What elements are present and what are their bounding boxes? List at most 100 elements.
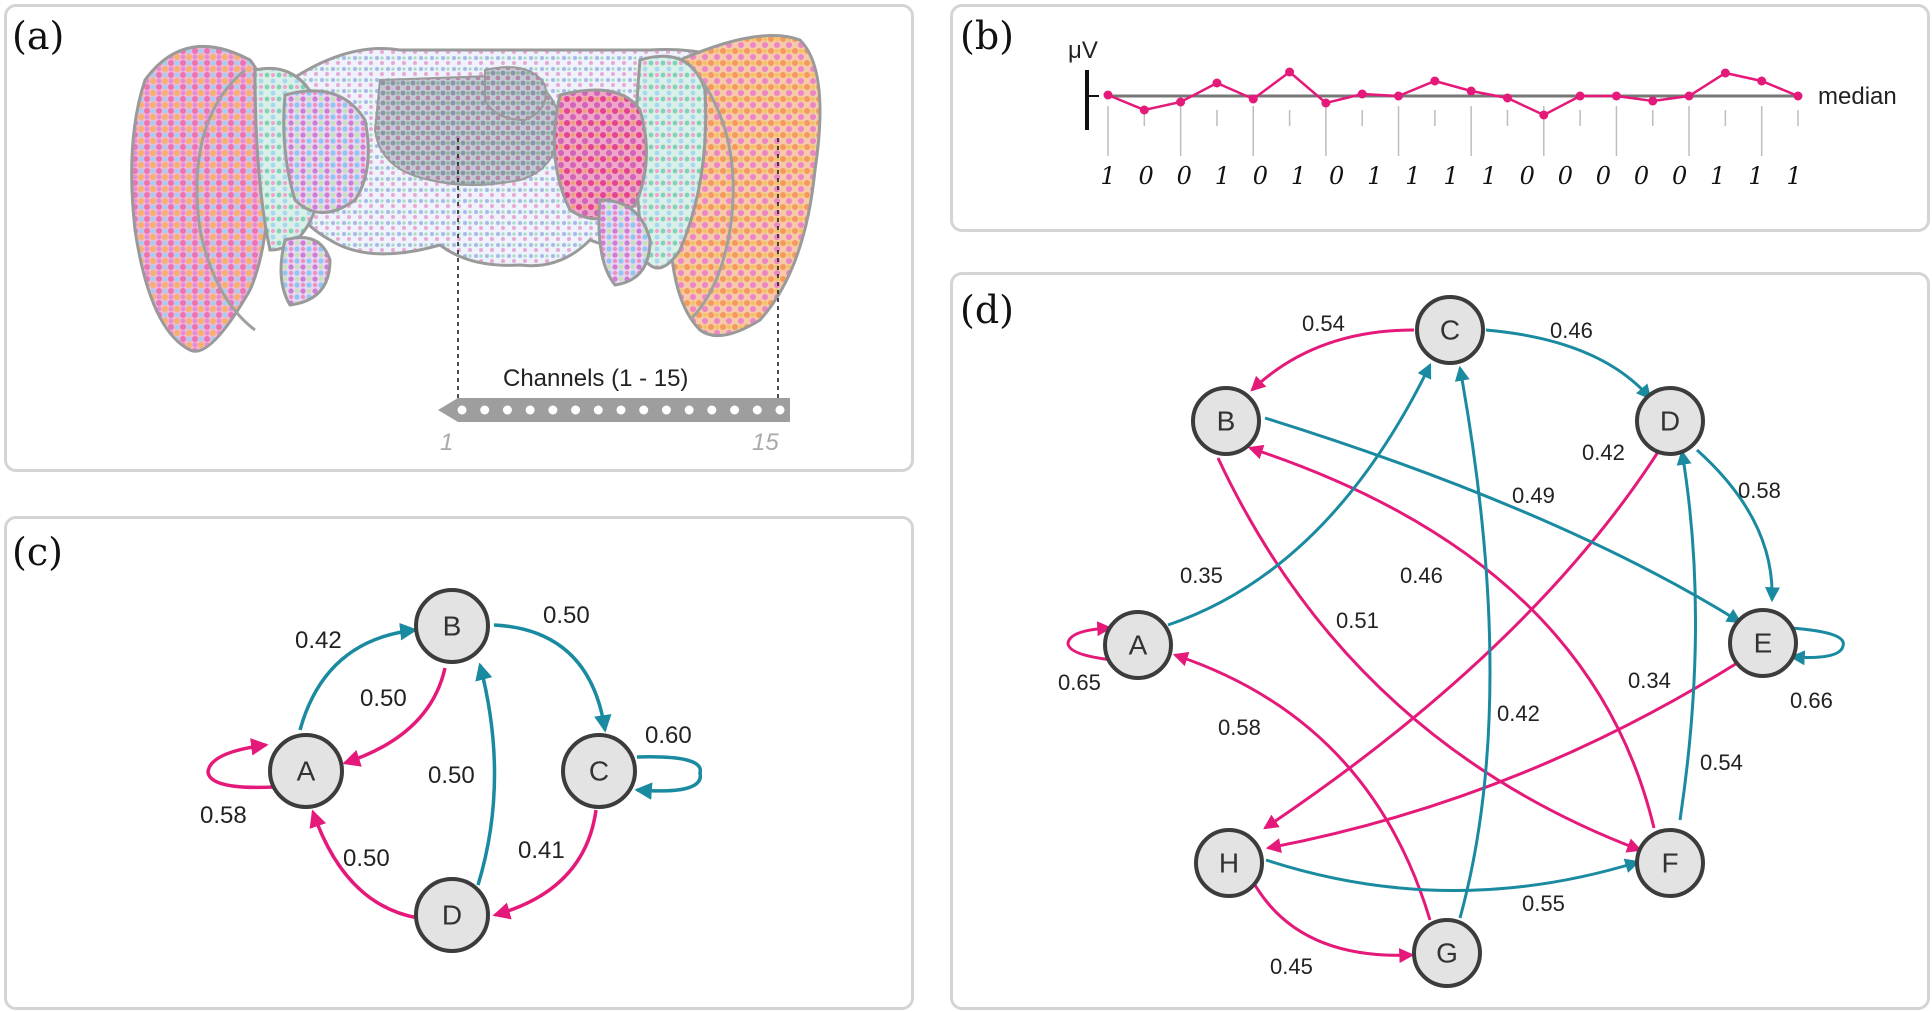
electrode (707, 405, 717, 415)
trace-point (1430, 76, 1440, 86)
trace-point (1648, 96, 1658, 106)
weight-c-c-c: 0.60 (645, 722, 692, 749)
panel-d-label: (d) (960, 288, 1014, 332)
node-d-g[interactable]: G (1412, 918, 1482, 988)
edge-d-c-d (1485, 328, 1652, 400)
electrode (730, 405, 740, 415)
edge-d-f-d (1676, 449, 1697, 821)
bit-label: 0 (1558, 162, 1573, 190)
trace-point (1793, 91, 1803, 101)
edge-c-a-a (206, 738, 275, 790)
weight-c-b-c: 0.50 (543, 602, 590, 629)
trace-point (1539, 110, 1549, 120)
trace-point (1139, 105, 1149, 115)
left-lobula-plate (282, 89, 370, 214)
node-label: B (1217, 406, 1236, 437)
bit-label: 0 (1596, 162, 1611, 190)
bit-label: 1 (1100, 162, 1115, 190)
bit-label: 1 (1481, 162, 1496, 190)
edge-d-b-e (1264, 416, 1742, 624)
node-label: C (589, 756, 609, 787)
electrode (457, 405, 467, 415)
trace-point (1285, 67, 1295, 77)
weight-d-h-f: 0.55 (1522, 891, 1565, 916)
weight-d-h-g: 0.45 (1270, 954, 1313, 979)
trace-point (1611, 91, 1621, 101)
edge-d-d-e (1695, 448, 1780, 603)
weight-d-g-c: 0.42 (1497, 701, 1540, 726)
edge-d-a-c (1167, 362, 1432, 627)
edge-c-d-a (309, 809, 419, 920)
bit-label: 1 (1748, 162, 1763, 190)
trace-point (1466, 86, 1476, 96)
trace-point (1212, 78, 1222, 88)
trace-point (1757, 76, 1767, 86)
node-c-a[interactable]: A (268, 733, 344, 809)
panel-a-label: (a) (12, 14, 65, 58)
weight-d-a-c: 0.35 (1180, 563, 1223, 588)
node-d-b[interactable]: B (1191, 386, 1261, 456)
bit-label: 0 (1253, 162, 1268, 190)
edge-d-g-c (1454, 365, 1492, 919)
trace-point (1684, 91, 1694, 101)
edge-d-h-g (1253, 884, 1415, 964)
trace-line (1107, 70, 1799, 117)
node-c-d[interactable]: D (414, 877, 490, 953)
bit-label: 1 (1405, 162, 1420, 190)
weight-d-c-d: 0.46 (1550, 318, 1593, 343)
weight-c-b-a: 0.50 (360, 685, 407, 712)
trace-point (1103, 90, 1113, 100)
node-c-c[interactable]: C (561, 733, 637, 809)
panel-c-label: (c) (12, 530, 63, 574)
node-label: E (1754, 628, 1773, 659)
left-optic-lobe (130, 44, 273, 353)
weight-d-d-h: 0.42 (1582, 440, 1625, 465)
node-d-e[interactable]: E (1728, 608, 1798, 678)
electrode (616, 405, 626, 415)
weight-c-a-b: 0.42 (295, 627, 342, 654)
node-d-c[interactable]: C (1415, 295, 1485, 365)
edge-c-b-a (342, 667, 447, 767)
weight-c-a-a: 0.58 (200, 802, 247, 829)
electrode (525, 405, 535, 415)
central-lobe (484, 66, 547, 122)
weight-c-c-d: 0.41 (518, 837, 565, 864)
edge-c-d-b (475, 662, 497, 886)
weight-d-d-e: 0.58 (1738, 478, 1781, 503)
node-d-h[interactable]: H (1194, 828, 1264, 898)
right-lobula-plate (552, 88, 648, 221)
node-d-f[interactable]: F (1635, 828, 1705, 898)
weight-d-f-b: 0.46 (1400, 563, 1443, 588)
electrode (548, 405, 558, 415)
trace-point (1357, 89, 1367, 99)
bit-label: 0 (1138, 162, 1153, 190)
bit-label: 1 (1367, 162, 1382, 190)
node-label: A (297, 756, 316, 787)
node-d-d[interactable]: D (1635, 386, 1705, 456)
probe-electrodes (457, 405, 785, 415)
bit-label: 0 (1672, 162, 1687, 190)
node-d-a[interactable]: A (1103, 610, 1173, 680)
edge-d-e-e (1789, 626, 1845, 666)
node-c-b[interactable]: B (414, 588, 490, 664)
bit-label: 1 (1710, 162, 1725, 190)
bit-label: 0 (1329, 162, 1344, 190)
weight-d-a-a: 0.65 (1058, 670, 1101, 695)
weight-d-e-h: 0.34 (1628, 668, 1671, 693)
weight-c-d-b: 0.50 (428, 762, 475, 789)
bit-label: 1 (1786, 162, 1801, 190)
trace-point (1502, 93, 1512, 103)
trace-point (1321, 98, 1331, 108)
edge-d-b-f (1216, 457, 1643, 853)
edge-d-a-a (1066, 621, 1114, 662)
node-label: D (442, 900, 462, 931)
electrode (480, 405, 490, 415)
electrode (571, 405, 581, 415)
bit-label: 0 (1520, 162, 1535, 190)
edge-d-h-f (1265, 858, 1641, 892)
trace-point (1720, 68, 1730, 78)
edge-c-c-d (492, 809, 598, 920)
